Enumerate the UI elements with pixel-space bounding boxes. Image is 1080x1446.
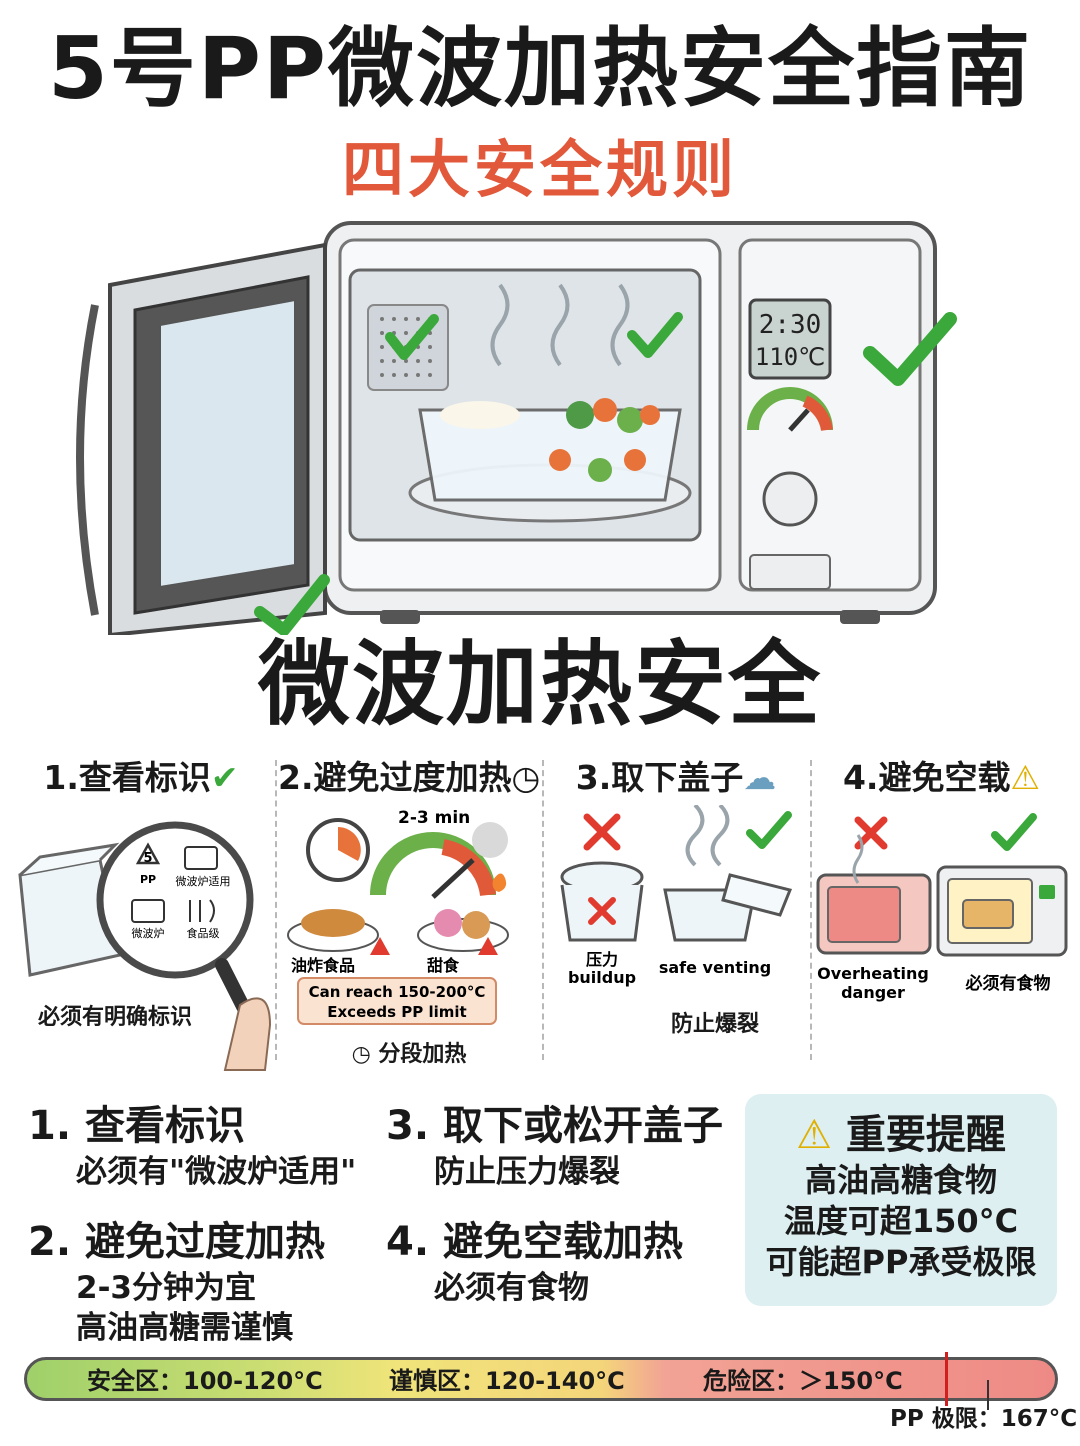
svg-text:微波炉适用: 微波炉适用 (176, 874, 231, 888)
panel-title: 2.避免过度加热◷ (278, 758, 541, 797)
svg-text:Can reach 150-200°C: Can reach 150-200°C (309, 983, 486, 1001)
rule-1: 1. 查看标识 必须有"微波炉适用" (28, 1100, 356, 1192)
check-icon (863, 312, 957, 386)
svg-text:5: 5 (143, 851, 152, 866)
rule-3: 3. 取下或松开盖子 防止压力爆裂 (386, 1100, 723, 1192)
svg-text:油炸食品: 油炸食品 (291, 956, 355, 975)
panel-caption: 防止爆裂 (670, 1012, 759, 1037)
cross-icon (583, 813, 621, 851)
svg-text:buildup: buildup (568, 968, 636, 987)
svg-text:必须有食物: 必须有食物 (965, 973, 1051, 994)
limit-tick (987, 1380, 989, 1410)
divider (542, 760, 544, 1060)
rule-detail: 防止压力爆裂 (434, 1154, 620, 1190)
svg-text:danger: danger (841, 983, 905, 1002)
divider (810, 760, 812, 1060)
warning-icon: ⚠ (796, 1112, 832, 1158)
svg-text:Overheating: Overheating (817, 964, 929, 983)
temperature-bar: 安全区：100-120°C 谨慎区：120-140°C 危险区：＞150°C (24, 1352, 1058, 1406)
svg-text:safe venting: safe venting (659, 958, 771, 977)
rule-heading: 4. 避免空载加热 (386, 1219, 683, 1265)
panel-title: 1.查看标识✔ (43, 758, 239, 797)
rule-heading: 2. 避免过度加热 (28, 1219, 325, 1265)
rule-heading: 1. 查看标识 (28, 1103, 245, 1149)
rule-2: 2. 避免过度加热 2-3分钟为宜 高油高糖需谨慎 (28, 1216, 325, 1348)
pp-limit-label: PP 极限：167°C (890, 1406, 1078, 1432)
empty-load-illustration: Overheating danger 必须有食物 (816, 813, 1068, 1002)
rule-detail: 必须有食物 (434, 1270, 589, 1306)
safe-zone-label: 安全区：100-120°C (87, 1367, 323, 1395)
microwave-illustration: 2:30 110℃ (76, 221, 957, 635)
panel-title: 4.避免空载⚠ (842, 758, 1041, 797)
panel-caption: ◷ 分段加热 (351, 1042, 467, 1067)
timer-display: 2:30 (759, 310, 822, 340)
lid-illustration: 压力 buildup safe venting (560, 805, 793, 987)
rule-detail: 必须有"微波炉适用" (76, 1154, 357, 1190)
rule-detail: 2-3分钟为宜 (76, 1270, 257, 1306)
panel-title: 3.取下盖子☁ (575, 758, 777, 797)
important-reminder-box: ⚠ 重要提醒 高油高糖食物 温度可超150°C 可能超PP承受极限 (745, 1094, 1057, 1306)
reminder-line: 温度可超150°C (783, 1202, 1019, 1240)
reminder-title: ⚠ 重要提醒 (796, 1112, 1006, 1158)
panel-remove-lid: 3.取下盖子☁ 压力 buildup safe venting 防止爆裂 (545, 750, 807, 1080)
svg-text:Exceeds PP limit: Exceeds PP limit (327, 1003, 466, 1021)
divider (275, 760, 277, 1060)
check-icon (627, 312, 683, 358)
check-icon (254, 574, 330, 635)
cross-icon (588, 897, 616, 925)
page-subtitle: 四大安全规则 (341, 133, 738, 206)
check-icon (746, 811, 792, 849)
svg-text:微波炉: 微波炉 (132, 926, 165, 940)
svg-text:压力: 压力 (586, 950, 618, 969)
temp-display: 110℃ (755, 343, 825, 371)
panel-empty-load: 4.避免空载⚠ Overheating danger 必须有食物 (813, 750, 1070, 1080)
warning-icon: ⚠ (1010, 758, 1041, 797)
panel-overheat: 2.避免过度加热◷ 2-3 min 油炸食品 甜食 Can reach 150-… (278, 750, 540, 1080)
check-icon (991, 813, 1037, 851)
reminder-line: 高油高糖食物 (804, 1161, 997, 1199)
rule-heading: 3. 取下或松开盖子 (386, 1103, 723, 1149)
overheat-illustration: 2-3 min 油炸食品 甜食 Can reach 150-200°C Exce… (287, 808, 509, 1025)
check-icon (385, 314, 439, 360)
svg-text:PP: PP (140, 873, 156, 886)
section-heading: 微波加热安全 (257, 631, 822, 738)
rule-panels: 1.查看标识✔ 5 PP 微波炉适用 微波炉 食品级 必须有明确标识 2.避免过… (10, 750, 1070, 1080)
rule-4: 4. 避免空载加热 必须有食物 (386, 1216, 683, 1308)
svg-text:食品级: 食品级 (187, 926, 220, 940)
steam-icon: ☁ (743, 758, 777, 797)
check-icon: ✔ (210, 758, 239, 797)
svg-text:2-3 min: 2-3 min (398, 808, 470, 828)
label-magnifier-illustration: 5 PP 微波炉适用 微波炉 食品级 (18, 821, 272, 1071)
reminder-line: 可能超PP承受极限 (765, 1243, 1037, 1281)
panel-check-label: 1.查看标识✔ 5 PP 微波炉适用 微波炉 食品级 必须有明确标识 (10, 750, 272, 1080)
rule-detail: 高油高糖需谨慎 (76, 1310, 293, 1346)
caution-zone-label: 谨慎区：120-140°C (389, 1367, 625, 1395)
page-title: 5号PP微波加热安全指南 (48, 19, 1032, 119)
panel-caption: 必须有明确标识 (37, 1005, 192, 1030)
svg-text:甜食: 甜食 (427, 956, 460, 975)
clock-icon: ◷ (511, 758, 541, 797)
pp-limit-marker (945, 1352, 948, 1406)
danger-zone-label: 危险区：＞150°C (703, 1367, 903, 1395)
